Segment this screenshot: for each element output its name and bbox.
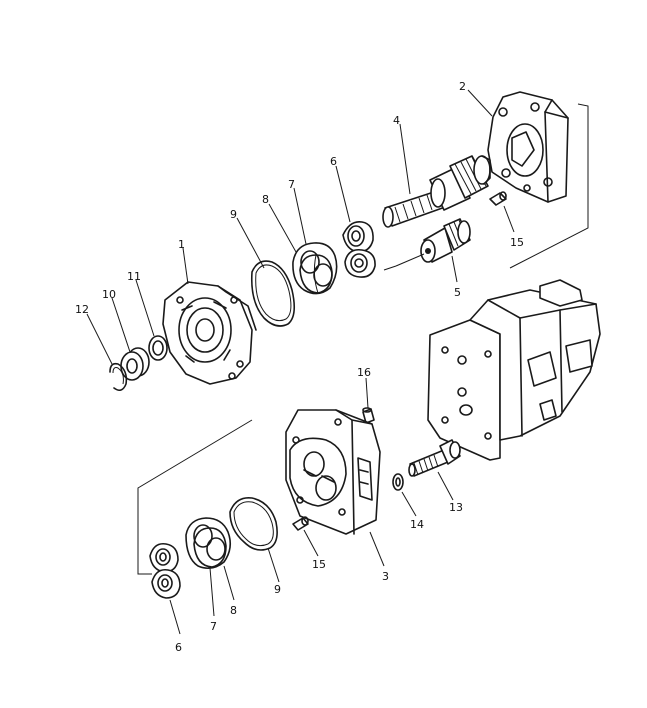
callout-15: 15 — [312, 558, 326, 571]
part-16-pin — [362, 407, 375, 424]
part-6-side-plate-lower — [149, 542, 181, 599]
part-3-gear-case — [285, 409, 381, 535]
callout-7: 7 — [210, 620, 217, 633]
callout-6: 6 — [330, 155, 337, 168]
callout-11: 11 — [127, 270, 141, 283]
callout-9: 9 — [274, 583, 281, 596]
part-5-driven-gear — [420, 218, 471, 263]
part-15-dowel-pin-lower — [292, 516, 309, 531]
group-bracket-lower — [137, 419, 253, 575]
pump-housing-assembly — [427, 279, 601, 461]
part-8-seal-upper — [299, 254, 333, 294]
part-14-washer — [392, 473, 404, 491]
part-13-bolt — [408, 439, 461, 477]
part-6-side-plate-upper — [342, 220, 376, 278]
part-2-end-plate — [487, 91, 569, 203]
part-1-front-cover — [162, 281, 257, 385]
callout-16: 16 — [357, 366, 371, 379]
part-10-oil-seal — [120, 347, 150, 381]
callout-1: 1 — [178, 238, 185, 251]
part-11-washer — [148, 335, 168, 361]
callout-6: 6 — [175, 641, 182, 654]
callout-8: 8 — [262, 193, 269, 206]
part-15-dowel-pin-upper — [489, 191, 507, 206]
callout-12: 12 — [75, 303, 89, 316]
callout-9: 9 — [230, 208, 237, 221]
callout-10: 10 — [102, 288, 116, 301]
callout-8: 8 — [230, 604, 237, 617]
group-bracket-upper — [383, 103, 589, 271]
callout-13: 13 — [449, 501, 463, 514]
callout-5: 5 — [454, 286, 461, 299]
part-4-drive-shaft — [382, 155, 491, 228]
callout-3: 3 — [382, 570, 389, 583]
callout-2: 2 — [459, 80, 466, 93]
part-8-seal-lower — [193, 527, 227, 568]
leader-lines — [86, 89, 515, 635]
part-7-backup-ring-lower — [185, 517, 232, 570]
callout-15: 15 — [510, 236, 524, 249]
callout-14: 14 — [410, 518, 424, 531]
part-9-o-ring-upper — [250, 260, 296, 327]
callout-labels: 2 4 6 7 8 9 1 11 10 12 15 5 16 13 14 15 … — [75, 80, 524, 654]
callout-4: 4 — [393, 114, 400, 127]
part-9-o-ring-lower — [229, 496, 278, 551]
part-12-snap-ring — [109, 362, 128, 392]
callout-7: 7 — [288, 178, 295, 191]
